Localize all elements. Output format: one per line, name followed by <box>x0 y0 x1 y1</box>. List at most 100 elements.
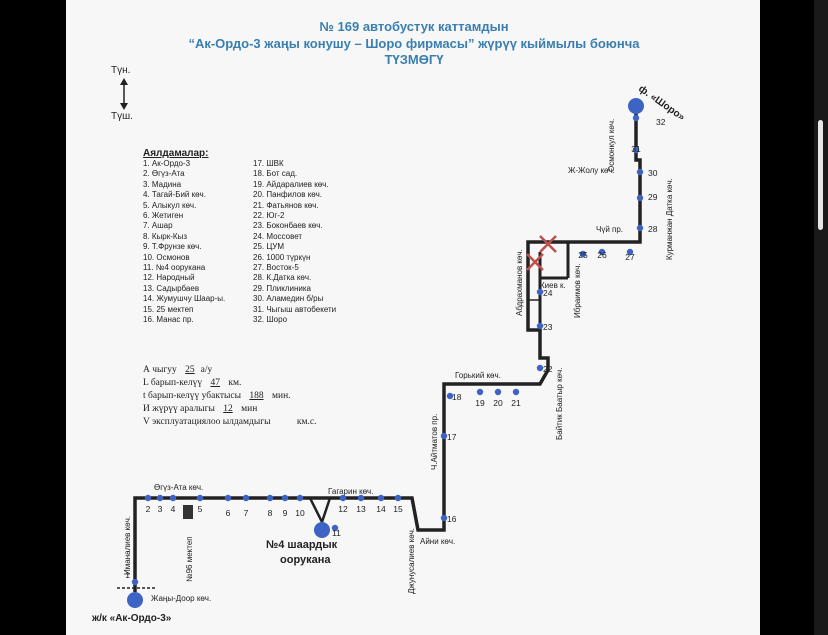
stop-list-item: 9. Т.Фрунзе көч. <box>143 242 202 252</box>
stop-list-item: 23. Боконбаев көч. <box>253 221 323 231</box>
stop-number: 27 <box>625 252 635 262</box>
stop-marker <box>281 494 289 502</box>
stop-number: 2 <box>146 504 151 514</box>
stop-list-item: 12. Народный <box>143 273 195 283</box>
stop-list-item: 32. Шоро <box>253 315 288 325</box>
stop-list-item: 14. Жумушчу Шаар-ы. <box>143 294 226 304</box>
stop-list-item: 20. Панфилов көч. <box>253 190 323 200</box>
param-t-value: 188 <box>249 391 264 401</box>
stop-list-item: 5. Алыкул көч. <box>143 200 197 210</box>
param-i-value: 12 <box>223 404 233 414</box>
stop-marker <box>339 494 347 502</box>
street-label-abdrakhmanov: Абдрахманов көч. <box>515 249 524 316</box>
stop-number: 29 <box>648 192 658 202</box>
param-l-value: 47 <box>210 378 220 388</box>
compass-south-label: Түш. <box>111 111 133 122</box>
school-marker <box>183 505 193 519</box>
stop-number: 28 <box>648 224 658 234</box>
hospital-label: №4 шаардык <box>266 539 338 551</box>
stop-number: 18 <box>452 392 462 402</box>
stop-list-item: 17. ШВК <box>253 159 284 168</box>
stop-marker <box>626 248 634 256</box>
street-label-kiev: Киев к. <box>540 281 566 290</box>
street-label-jiyl-jolu: Ж-Жолу көч. <box>568 166 615 175</box>
stop-list-item: 13. Садырбаев <box>143 283 200 293</box>
route-line <box>117 106 642 592</box>
stop-number: 6 <box>226 508 231 518</box>
street-label-oguz-ata: Өгүз-Ата көч. <box>154 483 203 492</box>
stop-list-item: 6. Жетиген <box>143 211 184 221</box>
stop-marker <box>632 146 640 154</box>
stop-list-item: 3. Мадина <box>143 179 182 189</box>
param-row-l: L барып-келүү 47 км. <box>143 378 242 388</box>
param-row-v: V эксплуатациялоо ылдамдыгы км.с. <box>143 417 317 427</box>
stop-marker <box>598 248 606 256</box>
scrollbar[interactable] <box>818 120 823 230</box>
hospital-label: оорукана <box>280 554 331 566</box>
stop-marker <box>377 494 385 502</box>
stop-list-item: 18. Бот сад. <box>253 169 298 179</box>
stop-number: 5 <box>198 504 203 514</box>
stop-marker <box>331 524 339 532</box>
stop-marker <box>394 494 402 502</box>
stop-number: 16 <box>447 514 457 524</box>
stop-marker <box>536 288 544 296</box>
stop-list-item: 22. Юг-2 <box>253 211 285 221</box>
stop-marker <box>536 364 544 372</box>
street-label-ibraimov: Ибраимов көч. <box>573 264 582 318</box>
stop-marker <box>242 494 250 502</box>
stop-number: 19 <box>475 398 485 408</box>
stop-marker <box>357 494 365 502</box>
stop-marker <box>144 494 152 502</box>
stop-list-item: 21. Фатьянов көч. <box>253 200 319 210</box>
street-label-gagarin: Гагарин көч. <box>328 487 373 496</box>
stop-list-item: 10. Осмонов <box>143 252 190 262</box>
stop-number: 3 <box>158 504 163 514</box>
stop-marker <box>169 494 177 502</box>
stop-list-item: 26. 1000 түркүн <box>253 252 311 262</box>
schedule-sheet <box>66 0 760 635</box>
terminal-start-label: ж/к «Ак-Ордо-3» <box>91 613 172 624</box>
title-line-1: № 169 автобустук каттамдын <box>319 19 509 34</box>
stop-list-item: 1. Ак-Ордо-3 <box>143 159 191 168</box>
street-label-jany-door: Жаңы-Доор көч. <box>151 594 211 603</box>
stop-number: 22 <box>543 364 553 374</box>
street-label-gorky: Горький көч. <box>455 371 501 380</box>
compass-arrow-icon <box>120 78 128 110</box>
stop-number: 15 <box>393 504 403 514</box>
stop-marker <box>476 388 484 396</box>
stop-number: 8 <box>268 508 273 518</box>
school-label: №96 мектеп <box>185 536 194 582</box>
stop-list-item: 7. Ашар <box>143 221 173 231</box>
stop-marker <box>636 194 644 202</box>
stop-number: 23 <box>543 322 553 332</box>
stop-list-item: 2. Өгүз-Ата <box>143 169 185 179</box>
stop-list-item: 27. Восток-5 <box>253 263 299 273</box>
stop-number: 10 <box>295 508 305 518</box>
stop-number: 11 <box>332 528 341 538</box>
stop-marker <box>156 494 164 502</box>
stop-marker <box>131 578 139 586</box>
stop-number: 9 <box>283 508 288 518</box>
stop-number: 13 <box>356 504 366 514</box>
street-label-aini: Айни көч. <box>420 537 455 546</box>
param-row-t: t барып-келүү убактысы 188 мин. <box>143 391 291 401</box>
stop-number: 7 <box>244 508 249 518</box>
stop-number: 26 <box>597 250 607 260</box>
stop-list-item: 30. Аламедин б/ры <box>253 294 324 304</box>
stop-list-item: 15. 25 мектеп <box>143 304 194 314</box>
street-label-baitik: Байтик Баатыр көч. <box>555 368 564 440</box>
stop-marker <box>224 494 232 502</box>
compass-north-label: Түн. <box>111 65 131 76</box>
stop-list-item: 28. К.Датка көч. <box>253 273 312 283</box>
stop-marker <box>196 494 204 502</box>
stop-number: 31 <box>631 144 641 154</box>
stop-marker <box>636 224 644 232</box>
stop-marker <box>636 168 644 176</box>
street-label-djunusaliev: Джунусалиев көч. <box>407 528 416 594</box>
